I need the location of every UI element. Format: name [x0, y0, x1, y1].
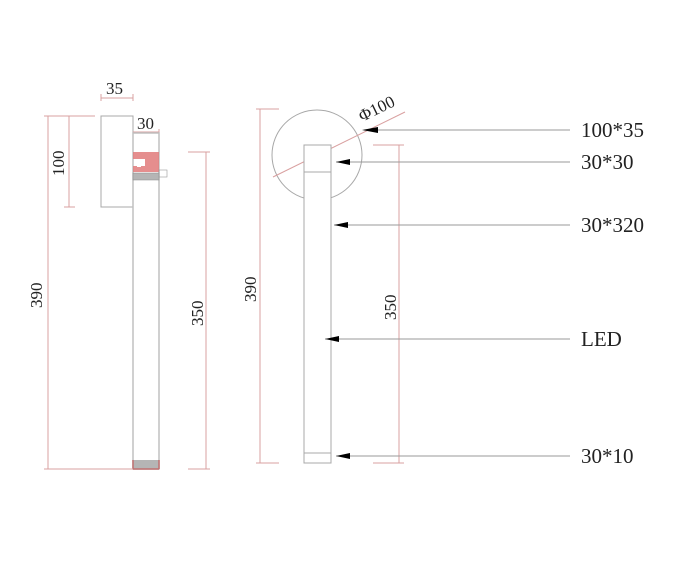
side-view: 35 30 100 390 350	[27, 79, 210, 470]
dim-text-30: 30	[137, 114, 154, 133]
arrow-icon	[334, 222, 348, 228]
arrow-icon	[336, 453, 350, 459]
arrow-icon	[362, 127, 378, 133]
tube-outline	[132, 132, 160, 470]
callout-label-30x30: 30*30	[581, 150, 634, 174]
dim-text-390: 390	[27, 283, 46, 309]
callout-label-30x320: 30*320	[581, 213, 644, 237]
arrow-icon	[325, 336, 339, 342]
front-dim-text-390: 390	[241, 277, 260, 303]
dim-text-35: 35	[106, 79, 123, 98]
front-tube	[303, 144, 332, 464]
dim-line-diameter	[272, 111, 406, 178]
wall-mount-block	[100, 115, 134, 208]
front-view: Φ100 390 350	[241, 92, 406, 464]
callout-label-100x35: 100*35	[581, 118, 644, 142]
arrow-icon	[336, 159, 350, 165]
callout-label-30x10: 30*10	[581, 444, 634, 468]
callouts: 100*35 30*30 30*320 LED 30*10	[325, 118, 644, 468]
front-dim-text-350: 350	[381, 295, 400, 321]
top-gray-band	[132, 172, 160, 181]
dim-text-diameter: Φ100	[355, 92, 397, 126]
bottom-gray-band	[133, 460, 159, 469]
dim-text-350: 350	[188, 301, 207, 327]
callout-label-led: LED	[581, 327, 622, 351]
dim-text-100: 100	[49, 151, 68, 177]
connector-bracket	[133, 152, 159, 172]
